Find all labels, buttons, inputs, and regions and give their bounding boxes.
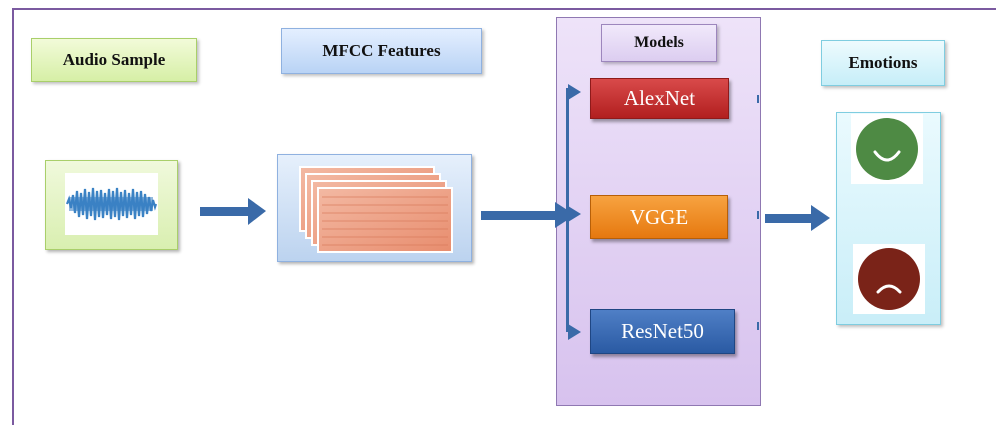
alexnet-model: AlexNet (590, 78, 729, 119)
sad-face-icon (853, 244, 925, 314)
happy-face-icon (851, 114, 923, 184)
mfcc-spectrogram-icon (299, 166, 453, 253)
vgge-model: VGGE (590, 195, 728, 239)
models-label: Models (601, 24, 717, 62)
resnet50-model: ResNet50 (590, 309, 735, 354)
mfcc-features-box (277, 154, 472, 262)
emotions-label: Emotions (821, 40, 945, 86)
audio-sample-box (45, 160, 178, 250)
diagram-frame (12, 8, 996, 425)
mfcc-features-label: MFCC Features (281, 28, 482, 74)
audio-waveform-icon (65, 173, 158, 235)
audio-sample-label: Audio Sample (31, 38, 197, 82)
